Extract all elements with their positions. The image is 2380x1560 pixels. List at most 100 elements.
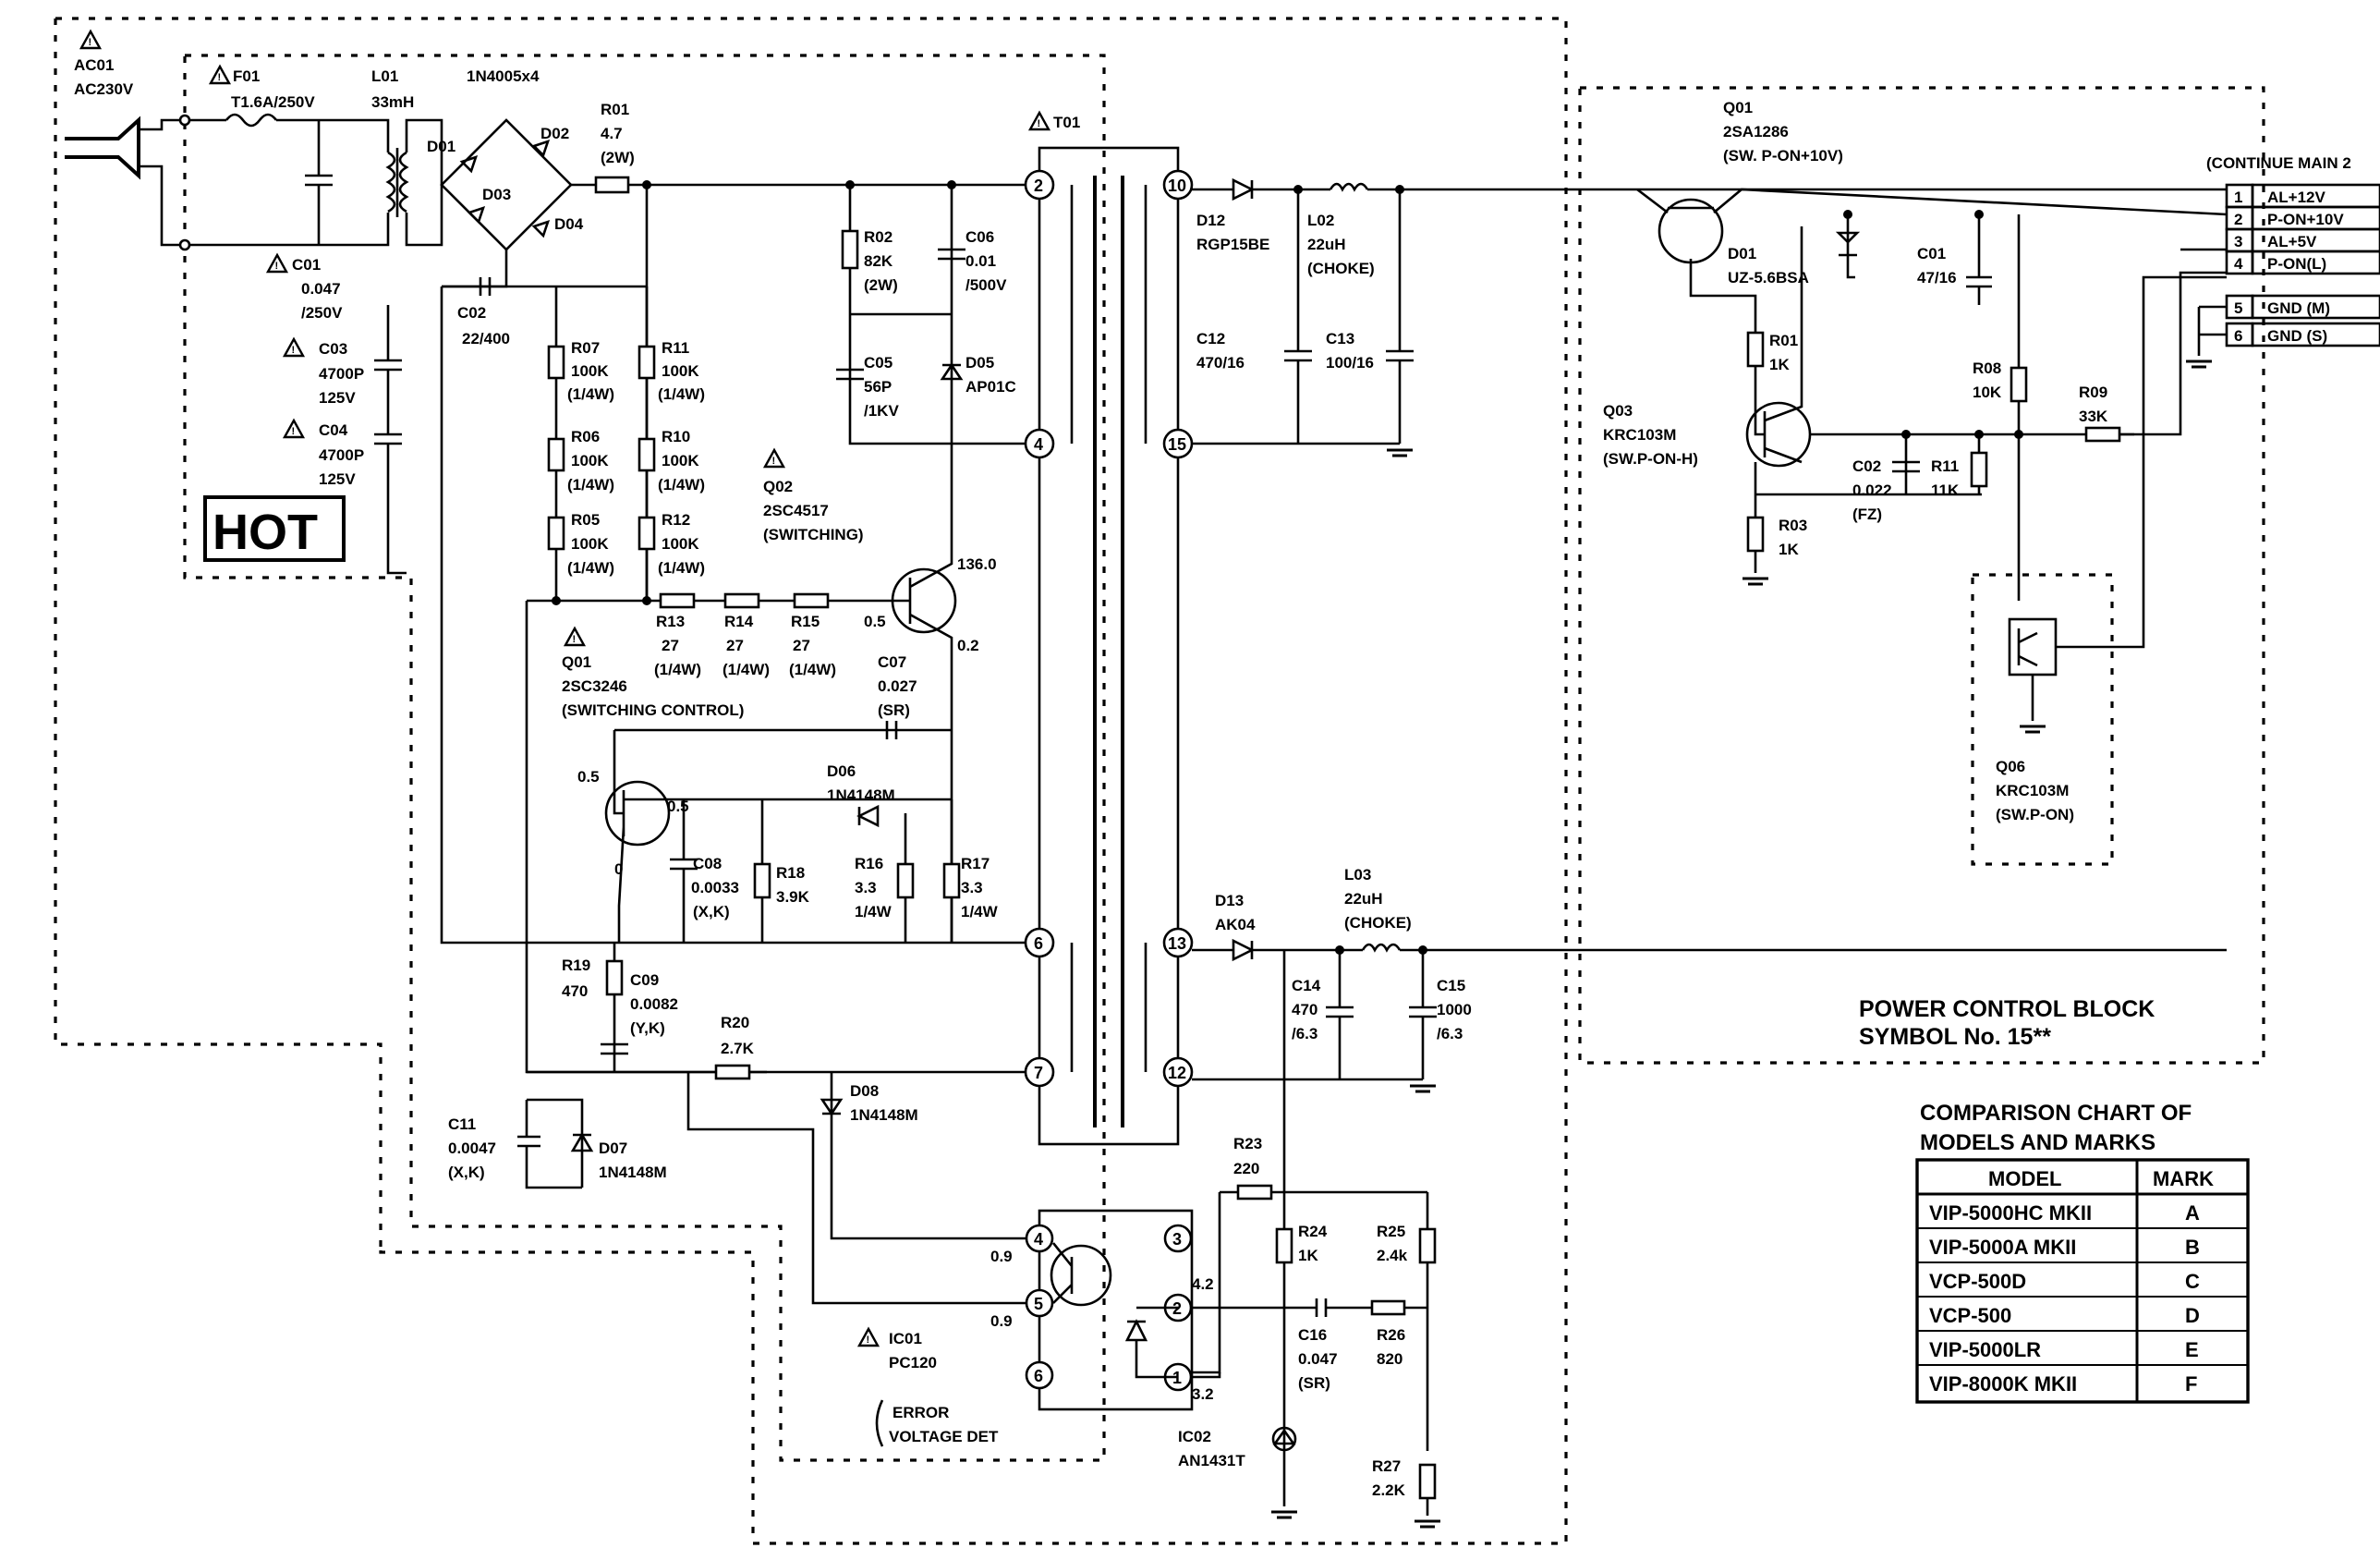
q01-part: 2SC3246 — [562, 677, 627, 695]
c04-val: 4700P — [319, 446, 364, 464]
ic01-v1: 3.2 — [1192, 1385, 1214, 1403]
model-cell: VIP-8000K MKII — [1929, 1372, 2077, 1395]
c15-rating: /6.3 — [1437, 1025, 1463, 1042]
r10-rating: (1/4W) — [658, 476, 705, 494]
r05-ref: R05 — [571, 511, 600, 529]
r02-ref: R02 — [864, 228, 892, 246]
pc-q03-ref: Q03 — [1603, 402, 1633, 420]
r12-val: 100K — [662, 535, 699, 553]
ic02-ref: IC02 — [1178, 1428, 1211, 1445]
q01-vb: 0.5 — [577, 768, 600, 786]
c15-val: 1000 — [1437, 1001, 1472, 1018]
ic01-pin-6: 6 — [1034, 1367, 1043, 1385]
l02-desc: (CHOKE) — [1307, 260, 1375, 277]
ic01-note2: VOLTAGE DET — [889, 1428, 999, 1445]
r26-ref: R26 — [1377, 1326, 1405, 1344]
c16-ref: C16 — [1298, 1326, 1327, 1344]
connector-pin-name: P-ON(L) — [2267, 255, 2326, 273]
model-cell: VIP-5000LR — [1929, 1338, 2041, 1361]
l03-desc: (CHOKE) — [1344, 914, 1412, 932]
c14-ref: C14 — [1292, 977, 1321, 994]
r26-val: 820 — [1377, 1350, 1402, 1368]
r15-ref: R15 — [791, 613, 820, 630]
c07-ref: C07 — [878, 653, 906, 671]
r23-ref: R23 — [1233, 1135, 1262, 1152]
r01-val: 4.7 — [601, 125, 623, 142]
l02-val: 22uH — [1307, 236, 1346, 253]
pc-r08-val: 10K — [1973, 384, 2002, 401]
r17-rating: 1/4W — [961, 903, 999, 920]
l03-ref: L03 — [1344, 866, 1371, 884]
pc-title2: SYMBOL No. 15** — [1859, 1024, 2051, 1050]
c05-rating: /1KV — [864, 402, 899, 420]
r02-rating: (2W) — [864, 276, 898, 294]
r16-val: 3.3 — [855, 879, 877, 896]
ic01-pin-3: 3 — [1172, 1230, 1182, 1249]
r16-rating: 1/4W — [855, 903, 892, 920]
c11-ref: C11 — [448, 1115, 476, 1133]
pc-c01-ref: C01 — [1917, 245, 1946, 262]
startup-resistors: R07 100K (1/4W) R06 100K (1/4W) R05 100K… — [527, 286, 878, 678]
r01-rating: (2W) — [601, 149, 635, 166]
r10-ref: R10 — [662, 428, 690, 445]
pc-q01-ref: Q01 — [1723, 99, 1753, 116]
pc-r03-val: 1K — [1779, 541, 1799, 558]
r07-ref: R07 — [571, 339, 600, 357]
c09-ref: C09 — [630, 971, 659, 989]
connector-pin-name: AL+5V — [2267, 233, 2317, 250]
d05-val: AP01C — [965, 378, 1016, 396]
r15-val: 27 — [793, 637, 810, 654]
r14-rating: (1/4W) — [722, 661, 770, 678]
t01-pin-6: 6 — [1034, 934, 1043, 953]
pc-c02-rating: (FZ) — [1852, 506, 1882, 523]
d06-val: 1N4148M — [827, 786, 895, 804]
connector-pin-name: GND (M) — [2267, 299, 2330, 317]
input-filter: F01 T1.6A/250V C01 0.047 /250V L01 33mH — [178, 65, 443, 322]
ic02-val: AN1431T — [1178, 1452, 1245, 1469]
r11p-val: 100K — [662, 362, 699, 380]
c04-ref: C04 — [319, 421, 348, 439]
c03-ref: C03 — [319, 340, 347, 358]
r27-ref: R27 — [1372, 1457, 1401, 1475]
comparison-col-mark: MARK — [2153, 1167, 2214, 1190]
ic01-optocoupler: 4 5 6 3 2 1 0.9 0.9 4.2 3.2 IC01 PC120 E… — [857, 1209, 1221, 1447]
t01-pin-15: 15 — [1168, 435, 1186, 454]
r24-val: 1K — [1298, 1247, 1318, 1264]
c07-rating: (SR) — [878, 701, 910, 719]
l03-val: 22uH — [1344, 890, 1383, 908]
ac-plug: AC01 AC230V — [65, 30, 185, 247]
q02-part: 2SC4517 — [763, 502, 829, 519]
r01-ref: R01 — [601, 101, 629, 118]
table-row: VCP-500D C — [1929, 1270, 2200, 1293]
connector-pin-num: 5 — [2234, 299, 2242, 317]
pc-r11-ref: R11 — [1931, 457, 1959, 475]
mark-cell: F — [2185, 1372, 2197, 1395]
pc-q01-desc: (SW. P-ON+10V) — [1723, 147, 1843, 165]
fuse-symbol — [225, 113, 278, 128]
c08-ref: C08 — [693, 855, 722, 872]
l01-value: 33mH — [371, 93, 414, 111]
connector-pin: 2 P-ON+10V — [2225, 205, 2380, 231]
c04-rating: 125V — [319, 470, 356, 488]
q02-ref: Q02 — [763, 478, 793, 495]
t01-ref: T01 — [1053, 114, 1080, 131]
r11p-ref: R11 — [662, 339, 689, 357]
c06-rating: /500V — [965, 276, 1007, 294]
connector-pin: 4 P-ON(L) — [2225, 250, 2380, 275]
pc-title1: POWER CONTROL BLOCK — [1859, 996, 2155, 1022]
pc-q06-ref: Q06 — [1996, 758, 2025, 775]
pc-r01-val: 1K — [1769, 356, 1790, 373]
c16-rating: (SR) — [1298, 1374, 1330, 1392]
bridge-rectifier: 1N4005x4 D01 D02 D03 D04 — [427, 67, 591, 288]
r12-rating: (1/4W) — [658, 559, 705, 577]
table-row: VIP-8000K MKII F — [1929, 1372, 2197, 1395]
c13-val: 100/16 — [1326, 354, 1374, 372]
model-cell: VCP-500 — [1929, 1304, 2011, 1327]
comparison-chart: COMPARISON CHART OF MODELS AND MARKS MOD… — [1915, 1101, 2250, 1404]
r17-val: 3.3 — [961, 879, 983, 896]
d07-ref: D07 — [599, 1140, 627, 1157]
c03-val: 4700P — [319, 365, 364, 383]
r11p-rating: (1/4W) — [658, 385, 705, 403]
c03-rating: 125V — [319, 389, 356, 407]
